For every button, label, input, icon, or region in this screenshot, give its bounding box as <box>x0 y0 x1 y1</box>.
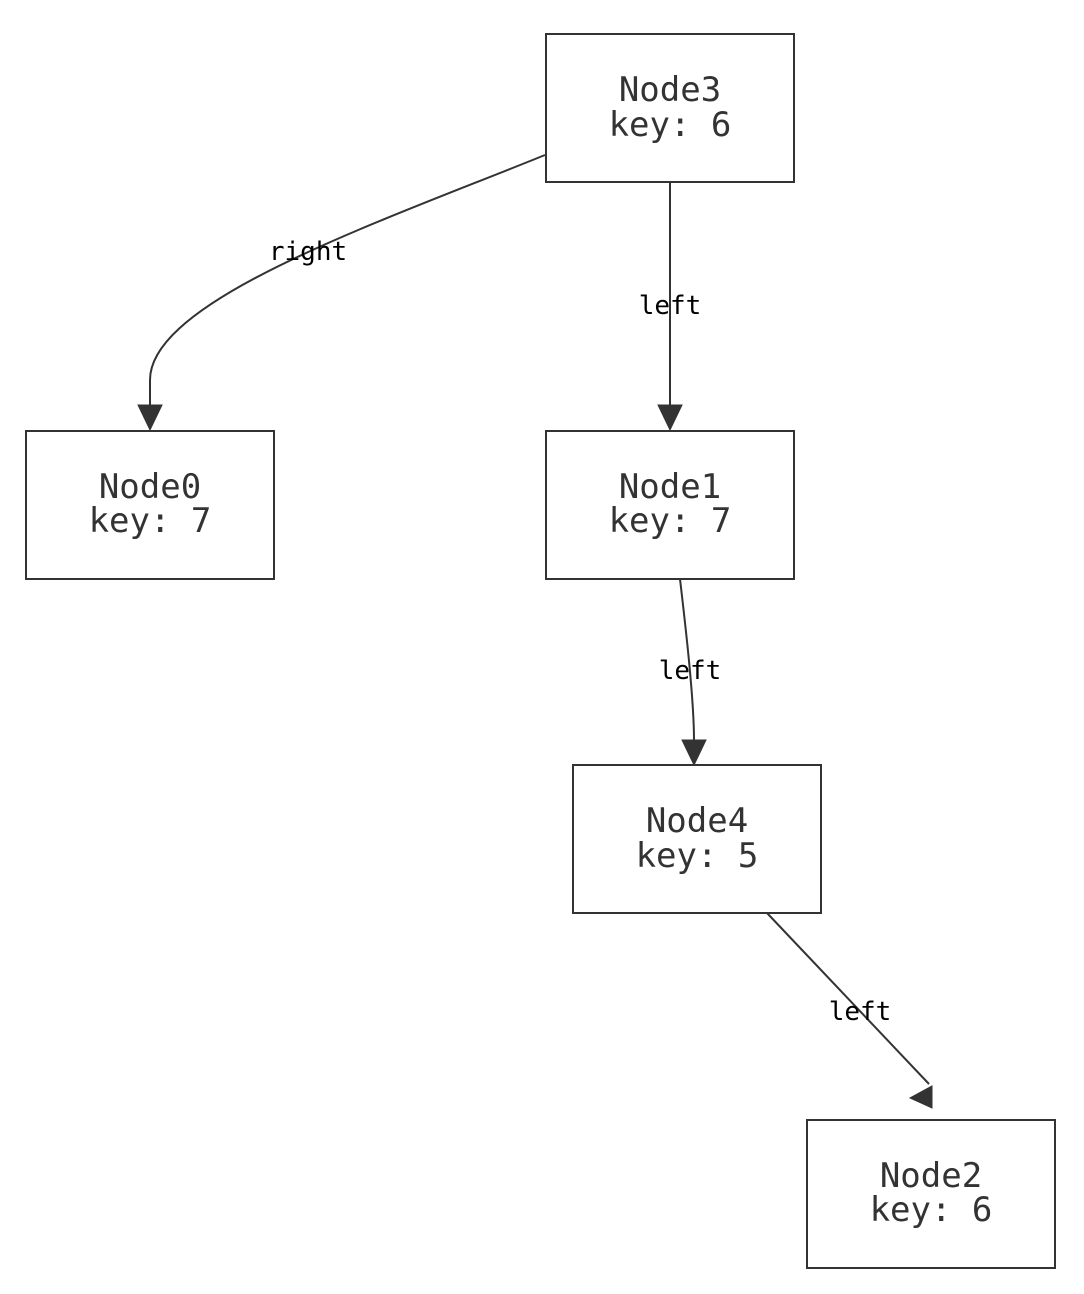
edge-line <box>766 912 930 1085</box>
edge-label: right <box>269 237 347 267</box>
edge-node1-node4: left <box>659 578 722 767</box>
node-box <box>545 430 795 580</box>
node-box <box>806 1119 1056 1269</box>
node-name: Node4 <box>646 801 748 841</box>
node-name: Node1 <box>619 467 721 507</box>
arrowhead-icon <box>681 739 707 767</box>
edge-node3-node0: right <box>137 154 546 432</box>
node-key: key: 7 <box>89 501 212 541</box>
edge-node3-node1: left <box>639 182 702 432</box>
node-box <box>25 430 275 580</box>
edge-line <box>679 578 695 741</box>
edge-line <box>149 154 546 405</box>
edge-label: left <box>639 291 702 321</box>
edge-label: left <box>659 656 722 686</box>
edge-label: left <box>829 997 892 1027</box>
node-box <box>572 764 822 914</box>
edge-node4-node2: left <box>766 912 933 1109</box>
node-key: key: 5 <box>636 836 759 876</box>
node-node0: Node0 key: 7 <box>25 430 275 580</box>
node-name: Node3 <box>619 70 721 110</box>
arrowhead-icon <box>137 404 163 432</box>
arrowhead-icon <box>657 404 683 432</box>
node-key: key: 7 <box>609 501 732 541</box>
node-name: Node0 <box>99 467 201 507</box>
node-node4: Node4 key: 5 <box>572 764 822 914</box>
arrowhead-icon <box>908 1085 933 1109</box>
node-box <box>545 33 795 183</box>
node-node3: Node3 key: 6 <box>545 33 795 183</box>
node-name: Node2 <box>880 1156 982 1196</box>
node-node2: Node2 key: 6 <box>806 1119 1056 1269</box>
node-key: key: 6 <box>609 105 732 145</box>
node-key: key: 6 <box>870 1190 993 1230</box>
node-node1: Node1 key: 7 <box>545 430 795 580</box>
